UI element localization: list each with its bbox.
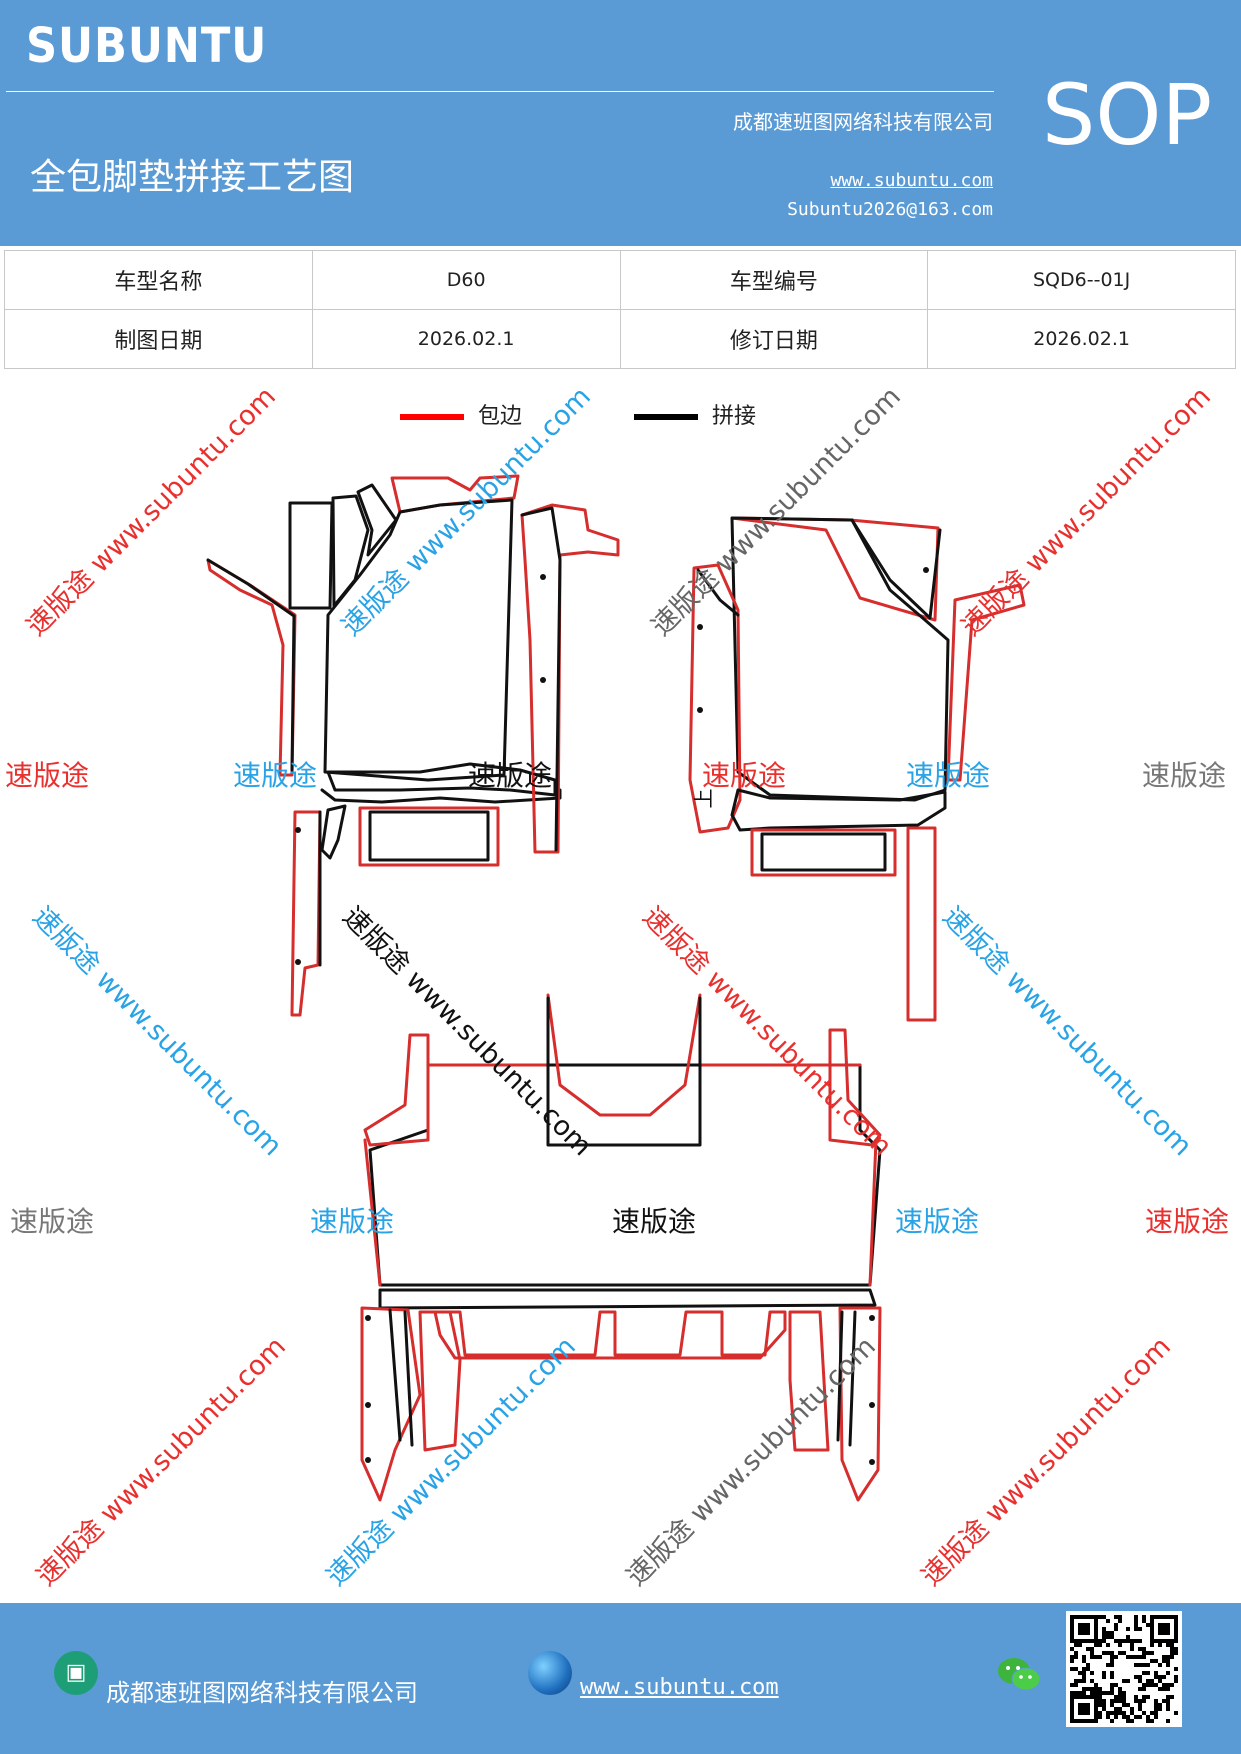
legend-joint: 拼接 bbox=[634, 398, 756, 430]
footer-banner: ▣ 成都速班图网络科技有限公司 www.subuntu.com bbox=[0, 1603, 1241, 1754]
mat-piece bbox=[206, 558, 297, 777]
direction-mark-up: 上 bbox=[691, 788, 716, 809]
mat-piece bbox=[838, 1306, 882, 1502]
header-banner: SUBUNTU 成都速班图网络科技有限公司 全包脚垫拼接工艺图 www.subu… bbox=[0, 0, 1241, 246]
mat-piece bbox=[828, 1028, 882, 1147]
mat-piece bbox=[946, 583, 1026, 782]
legend-edge-swatch bbox=[400, 414, 464, 420]
dot-marker bbox=[540, 677, 546, 683]
mat-piece bbox=[850, 518, 942, 620]
mat-piece bbox=[836, 1310, 857, 1447]
globe-icon bbox=[528, 1651, 572, 1695]
mat-piece bbox=[368, 1063, 882, 1287]
mat-piece bbox=[363, 1138, 382, 1287]
dot-marker bbox=[295, 959, 301, 965]
table-row: 车型名称 D60 车型编号 SQD6--01J bbox=[4, 250, 1236, 310]
watermark-logo: 速版途 bbox=[1145, 1205, 1230, 1238]
mat-piece bbox=[418, 1310, 462, 1452]
footer-company-name: 成都速班图网络科技有限公司 bbox=[106, 1679, 418, 1707]
mat-piece bbox=[546, 996, 702, 1147]
mat-piece bbox=[730, 516, 950, 802]
dot-marker bbox=[365, 1402, 371, 1408]
watermark-logo: 速版途 bbox=[310, 1205, 395, 1238]
watermark-logo: 速版途 bbox=[5, 759, 90, 792]
watermark-logo: 速版途 bbox=[233, 759, 318, 792]
mat-piece bbox=[363, 1033, 430, 1147]
watermark-logo: 速版途 bbox=[1142, 759, 1227, 792]
mat-piece bbox=[368, 810, 490, 862]
mat-piece bbox=[320, 788, 562, 804]
mat-piece bbox=[788, 1310, 830, 1452]
watermark-logo: 速版途 bbox=[895, 1205, 980, 1238]
mat-piece bbox=[378, 1288, 877, 1310]
email-address: Subuntu2026@163.com bbox=[787, 199, 993, 220]
table-row: 制图日期 2026.02.1 修订日期 2026.02.1 bbox=[4, 309, 1236, 369]
mat-piece bbox=[360, 1306, 422, 1502]
mat-piece bbox=[356, 483, 398, 557]
mat-piece bbox=[760, 832, 887, 872]
watermark-logo: 速版途 bbox=[906, 759, 991, 792]
watermark-logo: 速版途 bbox=[10, 1205, 95, 1238]
mat-piece bbox=[388, 1308, 414, 1447]
revise-date-label: 修订日期 bbox=[619, 309, 929, 369]
dot-marker bbox=[869, 1459, 875, 1465]
model-name-value: D60 bbox=[311, 250, 621, 310]
mat-piece bbox=[323, 498, 514, 782]
sop-badge: SOP bbox=[1042, 66, 1213, 164]
qr-code-icon bbox=[1066, 1611, 1182, 1727]
vehicle-info-table: 车型名称 D60 车型编号 SQD6--01J 制图日期 2026.02.1 修… bbox=[4, 250, 1236, 369]
mat-piece bbox=[546, 993, 702, 1117]
dot-marker bbox=[697, 624, 703, 630]
dot-marker bbox=[923, 567, 929, 573]
watermark-logo: 速版途 bbox=[612, 1205, 697, 1238]
draw-date-value: 2026.02.1 bbox=[311, 309, 621, 369]
watermark-logo: 速版途 bbox=[702, 759, 787, 792]
mat-piece bbox=[696, 568, 740, 617]
mat-piece bbox=[290, 810, 322, 1017]
mat-piece bbox=[520, 506, 562, 852]
mat-piece bbox=[433, 1310, 787, 1360]
brand-logo: SUBUNTU bbox=[26, 18, 268, 74]
legend-edge-label: 包边 bbox=[478, 404, 523, 429]
model-name-label: 车型名称 bbox=[4, 250, 313, 310]
model-code-value: SQD6--01J bbox=[927, 250, 1236, 310]
mat-piece bbox=[206, 558, 296, 772]
dot-marker bbox=[365, 1315, 371, 1321]
dot-marker bbox=[869, 1402, 875, 1408]
dot-marker bbox=[869, 1315, 875, 1321]
mat-piece bbox=[320, 804, 347, 860]
watermark-logo: 速版途 bbox=[468, 759, 553, 792]
dot-marker bbox=[540, 574, 546, 580]
wechat-icon bbox=[998, 1658, 1041, 1691]
mat-piece bbox=[520, 503, 620, 854]
mat-piece bbox=[331, 494, 370, 608]
mat-piece bbox=[868, 1138, 878, 1287]
floor-mat-pattern-drawing bbox=[206, 474, 1026, 1502]
document-title: 全包脚垫拼接工艺图 bbox=[30, 157, 355, 198]
company-name: 成都速班图网络科技有限公司 bbox=[733, 110, 993, 134]
mat-piece bbox=[358, 806, 500, 867]
dot-marker bbox=[295, 827, 301, 833]
website-link[interactable]: www.subuntu.com bbox=[830, 170, 993, 191]
mat-piece bbox=[730, 788, 947, 832]
mat-piece bbox=[750, 828, 897, 877]
draw-date-label: 制图日期 bbox=[4, 309, 313, 369]
revise-date-value: 2026.02.1 bbox=[927, 309, 1236, 369]
legend-edge: 包边 bbox=[400, 398, 522, 430]
dot-marker bbox=[365, 1457, 371, 1463]
mat-piece bbox=[326, 762, 557, 797]
dot-marker bbox=[697, 707, 703, 713]
header-divider bbox=[6, 91, 994, 92]
legend-joint-swatch bbox=[634, 414, 698, 420]
model-code-label: 车型编号 bbox=[619, 250, 929, 310]
mat-piece bbox=[906, 826, 937, 1022]
mat-piece bbox=[688, 563, 742, 834]
mat-piece bbox=[288, 501, 334, 610]
building-icon: ▣ bbox=[54, 1651, 98, 1695]
footer-website-link[interactable]: www.subuntu.com bbox=[580, 1675, 779, 1700]
legend-joint-label: 拼接 bbox=[712, 404, 757, 429]
